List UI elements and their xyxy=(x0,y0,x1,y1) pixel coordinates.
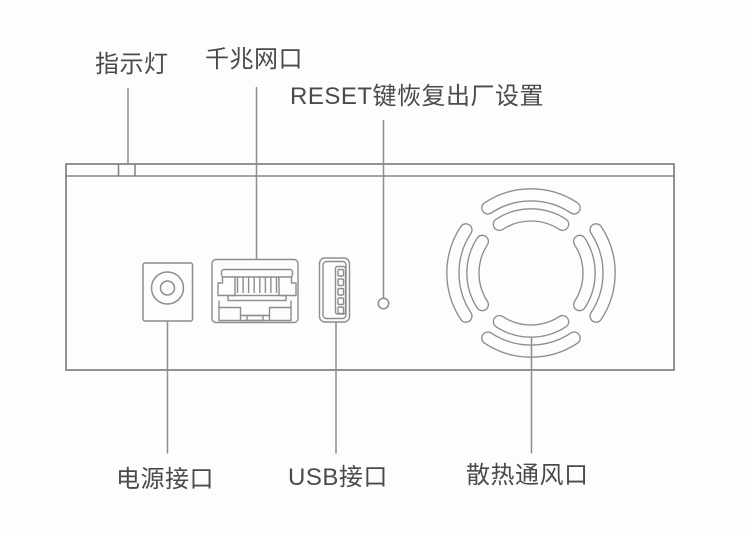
ethernet-rj45-port-icon xyxy=(211,258,299,324)
rj45-top-rail xyxy=(220,268,294,278)
reset-pinhole-icon xyxy=(377,297,390,310)
power-jack-barrel xyxy=(150,271,185,305)
rj45-base-band xyxy=(227,294,287,302)
device-body-rect xyxy=(65,163,675,371)
device-body-outline xyxy=(65,163,675,371)
label-usb-port: USB接口 xyxy=(288,464,388,491)
fan-slots-inner xyxy=(447,189,615,357)
label-reset-factory: RESET键恢复出厂设置 xyxy=(290,83,545,110)
label-indicator-light: 指示灯 xyxy=(95,51,169,78)
fan-vent-icon xyxy=(446,188,616,358)
rj45-bottom-tab xyxy=(246,314,264,322)
usb-outer-frame xyxy=(318,257,351,323)
rj45-pins xyxy=(236,277,278,293)
label-gigabit-ethernet: 千兆网口 xyxy=(205,46,303,73)
rj45-left-foot xyxy=(219,306,242,321)
dc-power-jack-icon xyxy=(142,262,194,322)
rj45-lower-housing xyxy=(218,300,292,322)
rj45-right-shoulder xyxy=(278,277,297,297)
rj45-left-shoulder xyxy=(217,277,236,297)
label-power-port: 电源接口 xyxy=(116,466,214,493)
leader-lines xyxy=(127,87,533,454)
indicator-led-icon xyxy=(117,164,136,176)
rj45-outer-frame xyxy=(211,258,299,324)
usb-contacts xyxy=(337,268,345,315)
usb-a-port-icon xyxy=(318,257,351,323)
rj45-right-foot xyxy=(268,306,291,321)
power-jack-pin xyxy=(159,280,176,296)
label-cooling-vent: 散热通风口 xyxy=(466,462,589,489)
